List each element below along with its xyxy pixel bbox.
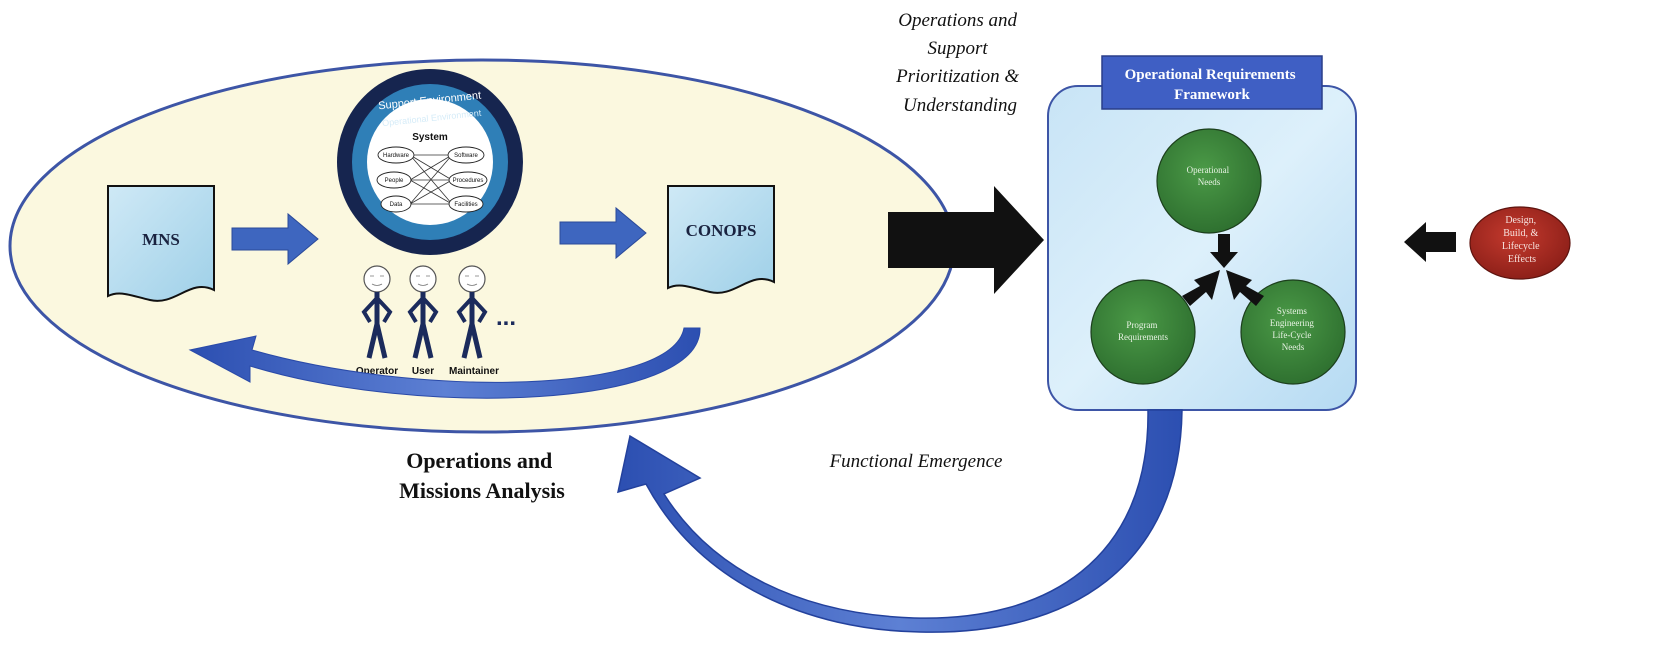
component-facilities: Facilities <box>454 202 477 208</box>
component-people: People <box>385 178 404 184</box>
system-core-label: System <box>412 132 448 143</box>
prioritization-caption-line-1: Operations and <box>898 10 1017 31</box>
node-systems-engineering-line-3: Life-Cycle <box>1272 330 1311 340</box>
prioritization-caption-line-2: Support <box>928 38 989 59</box>
node-program-requirements-line-1: Program <box>1126 320 1157 330</box>
prioritization-caption-line-3: Prioritization & <box>895 66 1019 87</box>
functional-emergence-caption: Functional Emergence <box>829 451 1003 472</box>
mns-label: MNS <box>142 230 180 249</box>
prioritization-caption: Operations and Support Prioritization & … <box>895 10 1024 116</box>
up-left-arrow-icon <box>1226 270 1264 306</box>
component-ovals <box>376 146 488 213</box>
component-procedures: Procedures <box>453 178 484 184</box>
role-user-label: User <box>412 366 434 377</box>
component-hardware: Hardware <box>383 153 410 159</box>
down-arrow-icon <box>1210 234 1238 268</box>
mns-document: MNS <box>107 185 215 302</box>
framework-title-bar <box>1101 55 1323 110</box>
conops-document: CONOPS <box>667 185 775 294</box>
analysis-to-framework-arrow <box>888 186 1044 294</box>
framework-title-line-2: Framework <box>1174 87 1250 103</box>
node-systems-engineering-line-1: Systems <box>1277 306 1308 316</box>
design-effects-line-4: Effects <box>1508 254 1536 265</box>
framework-title-line-1: Operational Requirements <box>1125 67 1296 83</box>
maintainer-figure-icon <box>456 265 488 359</box>
up-right-arrow-icon <box>1182 270 1220 306</box>
node-program-requirements: Program Requirements <box>1090 279 1196 385</box>
design-effects-line-2: Build, & <box>1503 228 1538 239</box>
conops-label: CONOPS <box>686 221 757 240</box>
component-links <box>409 154 453 205</box>
svg-text:Operational Needs: Operational Needs <box>1187 165 1232 187</box>
role-maintainer-label: Maintainer <box>449 366 499 377</box>
role-operator-label: Operator <box>356 366 398 377</box>
node-operational-needs: Operational Needs <box>1156 128 1262 234</box>
node-operational-needs-line-1: Operational <box>1187 165 1230 175</box>
system-graphic: Support Environment Operational Environm… <box>337 69 523 255</box>
system-to-conops-arrow <box>559 206 647 260</box>
analysis-label-line-2: Missions Analysis <box>399 478 565 503</box>
node-systems-engineering-line-2: Engineering <box>1270 318 1314 328</box>
mns-to-system-arrow <box>231 212 319 266</box>
converging-arrows <box>1182 234 1264 306</box>
effects-to-framework-arrow <box>1404 222 1456 262</box>
svg-text:Program Requirements: Program Requirements <box>1118 320 1168 342</box>
functional-emergence-curve-arrow <box>617 409 1183 633</box>
svg-text:Design, Build, & L: Design, Build, & Lifecycle Effects <box>1502 215 1542 265</box>
node-program-requirements-line-2: Requirements <box>1118 332 1168 342</box>
component-data: Data <box>390 202 403 208</box>
svg-text:Systems Engineering: Systems Engineering Life-Cycle Needs <box>1270 306 1316 352</box>
framework-title: Operational Requirements Framework <box>1125 67 1300 103</box>
role-figures <box>361 265 488 359</box>
operator-figure-icon <box>361 265 393 359</box>
user-figure-icon <box>407 265 439 359</box>
component-software: Software <box>454 153 478 159</box>
roles-ellipsis: ... <box>496 304 516 331</box>
node-systems-engineering: Systems Engineering Life-Cycle Needs <box>1240 279 1346 385</box>
node-systems-engineering-line-4: Needs <box>1282 342 1305 352</box>
analysis-label-line-1: Operations and <box>406 448 552 473</box>
design-effects-line-1: Design, <box>1505 215 1536 226</box>
node-operational-needs-line-2: Needs <box>1198 177 1221 187</box>
prioritization-caption-line-4: Understanding <box>903 95 1017 116</box>
design-effects-node: Design, Build, & Lifecycle Effects <box>1469 206 1571 280</box>
analysis-label: Operations and Missions Analysis <box>399 448 565 503</box>
feedback-curve-arrow <box>188 327 701 399</box>
design-effects-line-3: Lifecycle <box>1502 241 1540 252</box>
